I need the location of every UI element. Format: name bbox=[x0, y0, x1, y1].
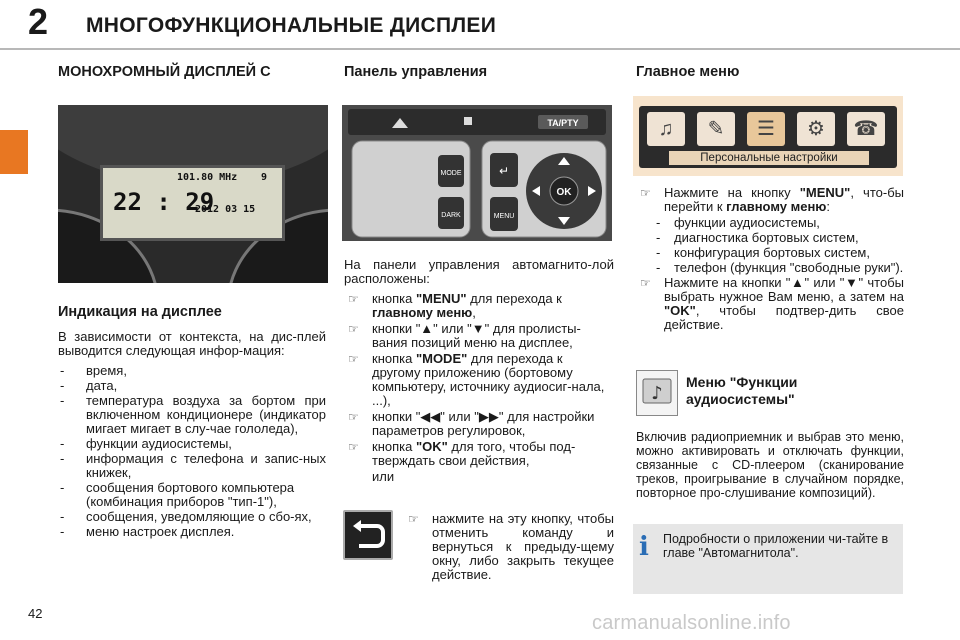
col3-heading: Главное меню bbox=[636, 64, 740, 80]
music-note-icon: ♪ bbox=[642, 378, 672, 404]
display-channel: 9 bbox=[261, 172, 268, 183]
svg-text:↵: ↵ bbox=[499, 164, 509, 178]
return-description: ☞нажмите на эту кнопку, чтобы отменить к… bbox=[404, 512, 614, 584]
col1-body: В зависимости от контекста, на дис-плей … bbox=[58, 330, 326, 540]
config-icon: ⚙ bbox=[797, 112, 835, 146]
col3-body: ☞Нажмите на кнопку "MENU", что-бы перейт… bbox=[636, 186, 904, 334]
menu-caption: Персональные настройки bbox=[669, 151, 869, 165]
watermark: carmanualsonline.info bbox=[592, 612, 791, 634]
display-clock: 22 : 29 bbox=[113, 188, 215, 216]
return-arrow-icon bbox=[353, 520, 385, 548]
display-frequency: 101.80 MHz bbox=[177, 172, 238, 183]
pointer-icon: ☞ bbox=[348, 410, 359, 424]
pointer-icon: ☞ bbox=[408, 512, 419, 526]
ta-button-label: TA/PTY bbox=[547, 118, 578, 128]
audio-functions-icon: ♪ bbox=[636, 370, 678, 416]
info-icon: i bbox=[639, 532, 649, 562]
dashboard-bezel-graphic bbox=[58, 105, 328, 283]
menu-screen: ♫ ✎ ☰ ⚙ ☎ Персональные настройки bbox=[639, 106, 897, 168]
ok-button-label: OK bbox=[557, 187, 573, 198]
sub-list-item: -функции аудиосистемы, bbox=[656, 215, 820, 230]
dashboard-display-photo: 101.80 MHz 9 22 : 29 2012 03 15 bbox=[58, 105, 328, 283]
svg-text:♪: ♪ bbox=[651, 383, 663, 404]
pointer-icon: ☞ bbox=[640, 186, 651, 200]
list-item: -температура воздуха за бортом при включ… bbox=[60, 393, 326, 436]
settings-sliders-icon: ☰ bbox=[747, 112, 785, 146]
mode-button-label: MODE bbox=[441, 170, 462, 177]
header-divider bbox=[0, 48, 960, 50]
menu-button-label: MENU bbox=[494, 213, 515, 220]
col1-intro: В зависимости от контекста, на дис-плей … bbox=[58, 329, 326, 358]
list-item: -функции аудиосистемы, bbox=[60, 436, 232, 451]
list-item: -сообщения бортового компьютера (комбина… bbox=[60, 480, 295, 509]
dark-button-label: DARK bbox=[441, 212, 461, 219]
list-item: -время, bbox=[60, 363, 127, 378]
display-date: 2012 03 15 bbox=[195, 204, 256, 215]
control-panel-photo: TA/PTY MODE DARK ↵ MENU OK bbox=[342, 105, 612, 241]
chapter-title: МНОГОФУНКЦИОНАЛЬНЫЕ ДИСПЛЕИ bbox=[86, 14, 497, 37]
col1-subheading: Индикация на дисплее bbox=[58, 304, 222, 320]
audio-functions-icon: ♫ bbox=[647, 112, 685, 146]
control-panel-graphic: TA/PTY MODE DARK ↵ MENU OK bbox=[342, 105, 612, 241]
audio-menu-heading: Меню "Функции аудиосистемы" bbox=[686, 374, 798, 407]
audio-menu-text: Включив радиоприемник и выбрав это меню,… bbox=[636, 430, 904, 500]
list-item: ☞кнопка "OK" для того, чтобы под-твержда… bbox=[348, 439, 576, 468]
list-item: -сообщения, уведомляющие о сбо-ях, bbox=[60, 509, 312, 524]
list-item: ☞Нажмите на кнопку "MENU", что-бы перейт… bbox=[640, 185, 904, 214]
list-item: -дата, bbox=[60, 378, 118, 393]
pointer-icon: ☞ bbox=[640, 276, 651, 290]
or-text: или bbox=[372, 469, 395, 484]
list-item: -меню настроек дисплея. bbox=[60, 524, 235, 539]
list-item: ☞Нажмите на кнопки "▲" или "▼" чтобы выб… bbox=[640, 275, 904, 332]
pointer-icon: ☞ bbox=[348, 322, 359, 336]
chapter-side-tab bbox=[0, 130, 28, 174]
chapter-number: 2 bbox=[28, 1, 49, 42]
info-note: i Подробности о приложении чи-тайте в гл… bbox=[633, 524, 903, 594]
pointer-icon: ☞ bbox=[348, 440, 359, 454]
col2-body: На панели управления автомагнито-лой рас… bbox=[344, 258, 614, 486]
col2-intro: На панели управления автомагнито-лой рас… bbox=[344, 257, 614, 286]
monochrome-display-screen: 101.80 MHz 9 22 : 29 2012 03 15 bbox=[100, 165, 285, 241]
info-note-text: Подробности о приложении чи-тайте в глав… bbox=[663, 532, 889, 560]
list-item: ☞кнопки "◀◀" или "▶▶" для настройки пара… bbox=[348, 409, 595, 438]
list-item: -информация с телефона и запис-ных книже… bbox=[60, 451, 326, 480]
list-item: ☞кнопки "▲" или "▼" для пролисты-вания п… bbox=[348, 321, 581, 350]
sub-list-item: -конфигурация бортовых систем, bbox=[656, 245, 870, 260]
list-item: ☞кнопка "MENU" для перехода к главному м… bbox=[348, 291, 562, 320]
sub-list-item: -диагностика бортовых систем, bbox=[656, 230, 859, 245]
return-button-icon bbox=[343, 510, 393, 560]
main-menu-screenshot: ♫ ✎ ☰ ⚙ ☎ Персональные настройки bbox=[633, 96, 903, 176]
phone-icon: ☎ bbox=[847, 112, 885, 146]
sub-list-item: -телефон (функция "свободные руки"). bbox=[656, 260, 904, 275]
diagnostics-wrench-icon: ✎ bbox=[697, 112, 735, 146]
col2-heading: Панель управления bbox=[344, 64, 488, 80]
page-number: 42 bbox=[28, 606, 43, 621]
pointer-icon: ☞ bbox=[348, 352, 359, 366]
list-item: ☞нажмите на эту кнопку, чтобы отменить к… bbox=[408, 511, 614, 582]
col1-heading: МОНОХРОМНЫЙ ДИСПЛЕЙ С bbox=[58, 64, 271, 80]
pointer-icon: ☞ bbox=[348, 292, 359, 306]
list-item: ☞кнопка "MODE" для перехода к другому пр… bbox=[348, 351, 605, 408]
